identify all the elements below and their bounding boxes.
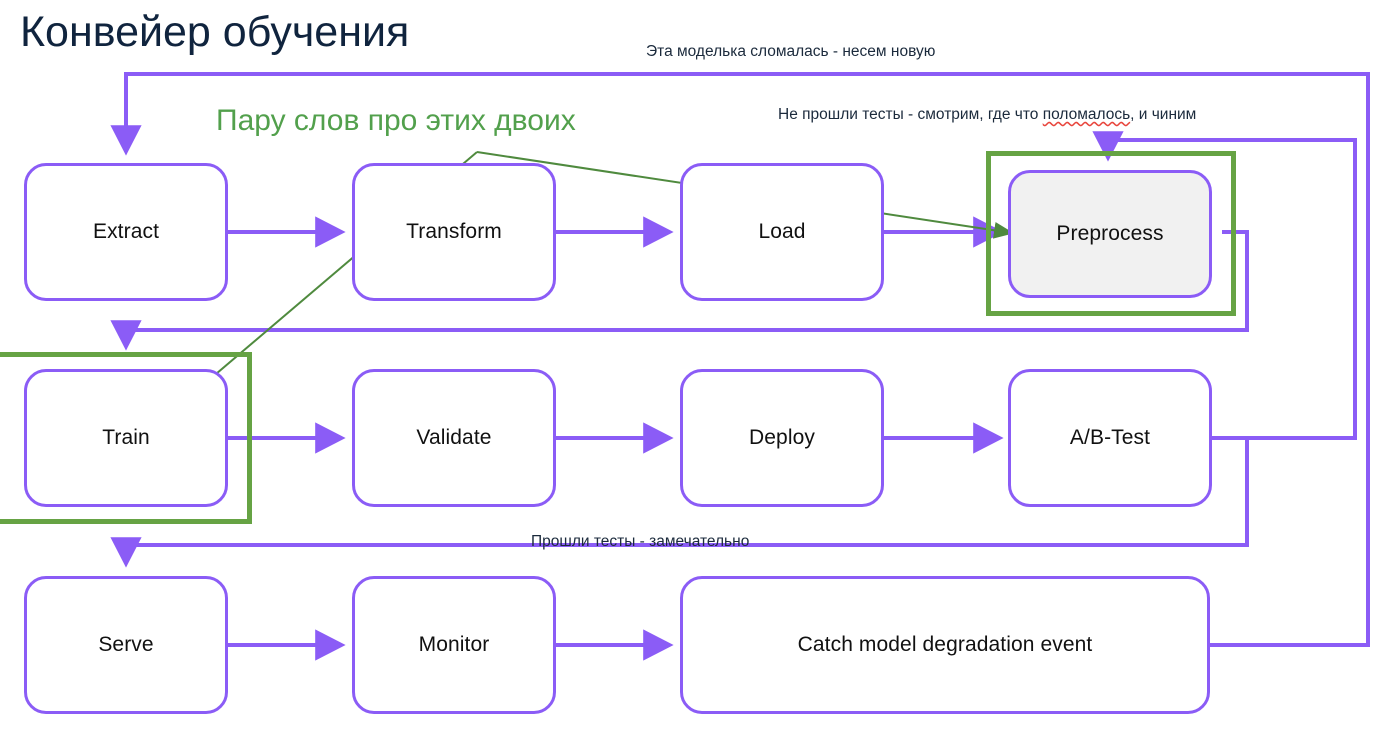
page-title: Конвейер обучения xyxy=(20,8,410,56)
node-deploy-label: Deploy xyxy=(749,426,815,449)
annotation-broken-model: Эта моделька сломалась - несем новую xyxy=(646,43,936,60)
node-catch-model-degradation-label: Catch model degradation event xyxy=(797,633,1093,656)
annotation-failed-tests-prefix: Не прошли тесты - смотрим, где что xyxy=(778,106,1043,123)
annotation-failed-tests-suffix: , и чиним xyxy=(1130,106,1197,123)
highlight-frame-train xyxy=(0,352,252,524)
node-preprocess[interactable]: Preprocess xyxy=(1008,170,1212,298)
annotation-green-callout: Пару слов про этих двоих xyxy=(216,104,576,137)
highlight-frame-preprocess xyxy=(986,151,1236,316)
annotation-failed-tests-misspelled-word: поломалось xyxy=(1042,106,1131,123)
node-deploy[interactable]: Deploy xyxy=(680,369,884,507)
node-validate-label: Validate xyxy=(416,426,492,449)
node-monitor-label: Monitor xyxy=(418,633,490,656)
node-transform-label: Transform xyxy=(406,220,502,243)
node-transform[interactable]: Transform xyxy=(352,163,556,301)
node-validate[interactable]: Validate xyxy=(352,369,556,507)
node-serve[interactable]: Serve xyxy=(24,576,228,714)
node-extract-label: Extract xyxy=(92,220,160,243)
node-catch-model-degradation[interactable]: Catch model degradation event xyxy=(680,576,1210,714)
node-train[interactable]: Train xyxy=(24,369,228,507)
node-serve-label: Serve xyxy=(98,633,154,656)
node-load[interactable]: Load xyxy=(680,163,884,301)
green-callout-arrows xyxy=(174,151,1014,410)
node-extract[interactable]: Extract xyxy=(24,163,228,301)
node-abtest-label: A/B-Test xyxy=(1069,426,1151,449)
node-abtest[interactable]: A/B-Test xyxy=(1008,369,1212,507)
annotation-passed-tests: Прошли тесты - замечательно xyxy=(531,533,750,550)
node-preprocess-label: Preprocess xyxy=(1056,222,1164,245)
annotation-failed-tests: Не прошли тесты - смотрим, где что полом… xyxy=(778,106,1196,124)
node-monitor[interactable]: Monitor xyxy=(352,576,556,714)
node-load-label: Load xyxy=(758,220,806,243)
node-train-label: Train xyxy=(102,426,150,449)
